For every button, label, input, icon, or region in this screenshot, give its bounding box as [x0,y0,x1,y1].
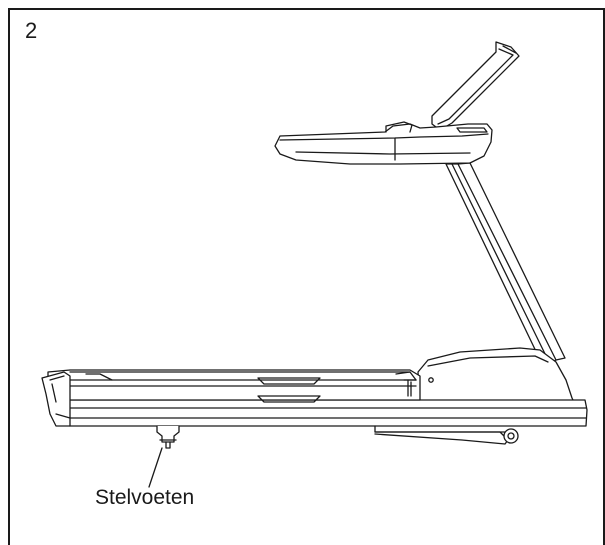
console-screen [430,42,519,134]
deck-slot-lower [258,396,320,402]
hood-post [404,380,416,396]
diagram-frame [8,8,605,545]
transport-wheel [504,429,518,443]
leveling-foot [157,426,179,448]
step-number: 2 [25,18,38,43]
deck-slot-upper [258,378,320,384]
callout-leader-line [149,448,162,487]
running-belt [48,370,420,400]
incline-bracket [375,432,508,444]
console-tray [275,122,492,164]
upright-post [446,163,565,366]
rear-end-cap [42,372,70,426]
deck-frame [48,400,587,432]
callout-label-leveling-feet: Stelvoeten [95,486,195,509]
